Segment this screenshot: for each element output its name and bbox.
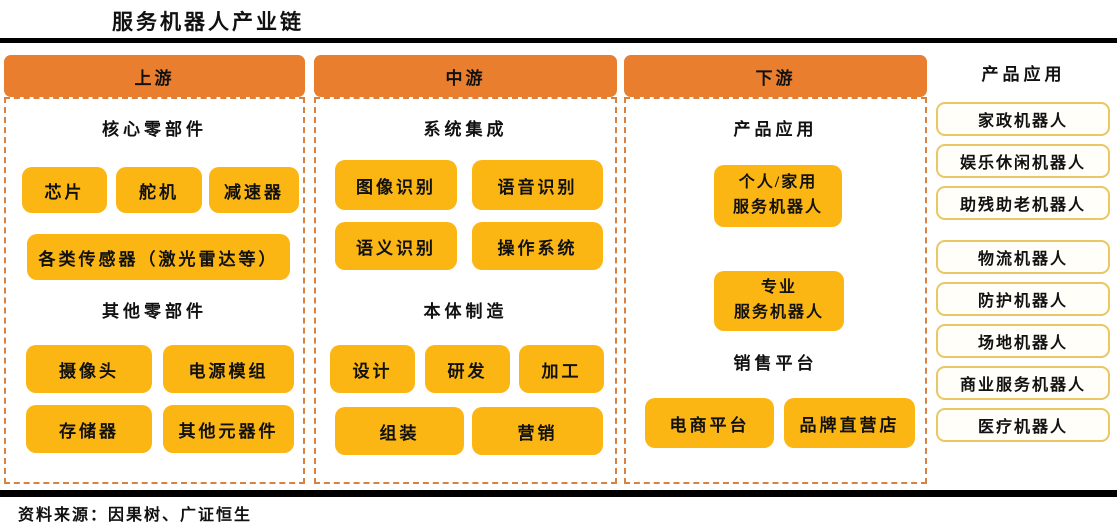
bottom-rule [0,490,1117,497]
node-memory: 存储器 [26,405,152,453]
node-personal-home-robot: 个人/家用 服务机器人 [714,165,842,227]
node-operating-system: 操作系统 [472,222,603,270]
section-label-core-parts: 核心零部件 [102,120,207,139]
node-image-recognition: 图像识别 [335,160,457,210]
midstream-panel: 系统集成 图像识别 语音识别 语义识别 操作系统 本体制造 设计 研发 加工 组… [314,97,617,484]
app-box-commercial: 商业服务机器人 [936,366,1110,400]
node-sensors: 各类传感器（激光雷达等） [27,234,290,280]
node-other-components: 其他元器件 [163,405,294,453]
source-note: 资料来源：因果树、广证恒生 [18,507,253,524]
upstream-header: 上游 [4,55,305,97]
node-semantic-recognition: 语义识别 [335,222,457,270]
node-rd: 研发 [425,345,510,393]
app-box-logistics: 物流机器人 [936,240,1110,274]
downstream-panel: 产品应用 个人/家用 服务机器人 专业 服务机器人 销售平台 电商平台 品牌直营… [624,97,927,484]
node-reducer: 减速器 [209,167,299,213]
section-label-sales-platform: 销售平台 [733,354,818,373]
app-box-elderly-assist: 助残助老机器人 [936,186,1110,220]
app-box-field: 场地机器人 [936,324,1110,358]
app-box-housekeeping: 家政机器人 [936,102,1110,136]
section-label-product-application: 产品应用 [733,120,818,139]
midstream-header: 中游 [314,55,617,97]
node-chip: 芯片 [22,167,107,213]
applications-header: 产品应用 [981,65,1066,84]
node-power-module: 电源模组 [163,345,294,393]
app-box-security: 防护机器人 [936,282,1110,316]
node-design: 设计 [330,345,415,393]
page-title: 服务机器人产业链 [112,10,304,34]
section-label-system-integration: 系统集成 [423,120,508,139]
node-servo: 舵机 [116,167,202,213]
app-box-medical: 医疗机器人 [936,408,1110,442]
node-brand-store: 品牌直营店 [784,398,915,448]
title-underline [0,38,1117,43]
node-marketing: 营销 [472,407,603,455]
node-camera: 摄像头 [26,345,152,393]
node-processing: 加工 [519,345,604,393]
node-ecommerce-platform: 电商平台 [645,398,774,448]
app-box-entertainment: 娱乐休闲机器人 [936,144,1110,178]
section-label-other-parts: 其他零部件 [102,302,207,321]
node-speech-recognition: 语音识别 [472,160,603,210]
upstream-panel: 核心零部件 芯片 舵机 减速器 各类传感器（激光雷达等） 其他零部件 摄像头 电… [4,97,305,484]
section-label-body-manufacturing: 本体制造 [423,302,508,321]
node-professional-robot: 专业 服务机器人 [714,271,844,331]
node-assembly: 组装 [335,407,464,455]
downstream-header: 下游 [624,55,927,97]
